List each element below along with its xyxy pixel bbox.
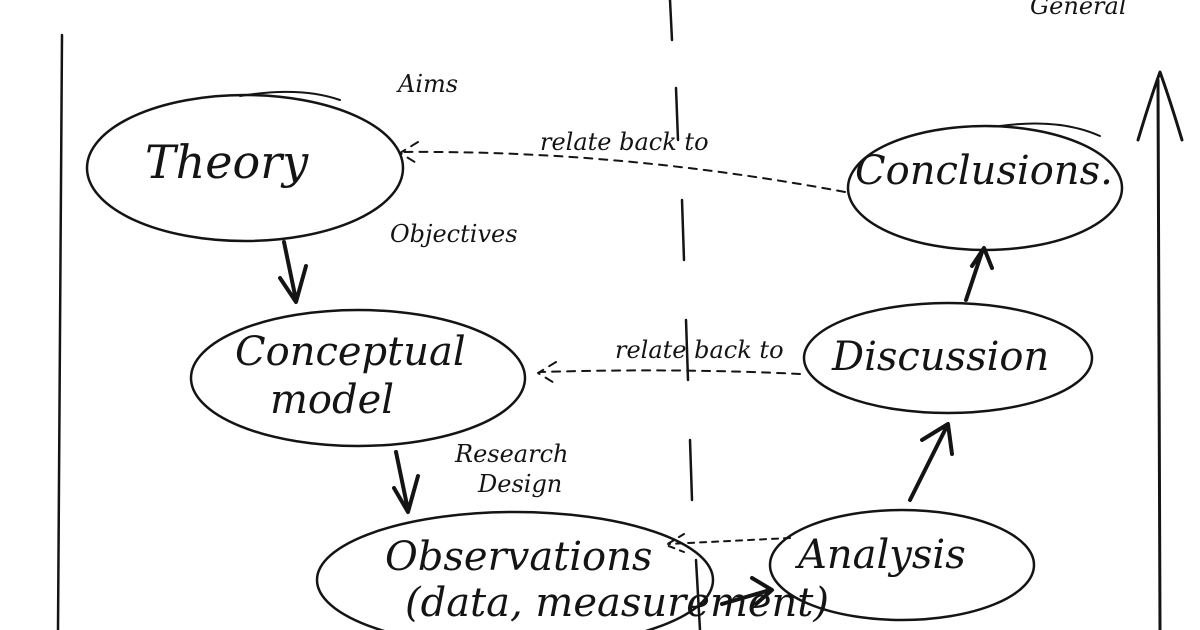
observations-label-line1: Observations xyxy=(385,534,652,580)
analysis-to-observations-dashed-arrow-icon xyxy=(665,533,791,553)
conclusions-label: Conclusions. xyxy=(855,148,1113,194)
general-label: General xyxy=(1030,0,1127,20)
theory-ellipse-overstroke xyxy=(239,90,341,101)
observations-to-analysis-arrow-icon xyxy=(720,576,774,606)
discussion-to-model-dashed-arrow-icon xyxy=(537,361,801,385)
aims-label: Aims xyxy=(396,70,458,98)
center-divider-line xyxy=(668,0,702,630)
research-design-label-line2: Design xyxy=(477,470,562,498)
theory-to-model-arrow-icon xyxy=(278,240,308,304)
conclusions-ellipse-overstroke xyxy=(999,122,1101,137)
theory-label: Theory xyxy=(145,135,309,189)
general-axis-arrow-icon xyxy=(1136,70,1184,630)
analysis-ellipse xyxy=(768,508,1036,622)
conclusions-to-theory-dashed-arrow-icon xyxy=(399,141,846,193)
conceptual-model-label-line2: model xyxy=(270,377,394,423)
relate-back-top-label: relate back to xyxy=(540,128,709,156)
analysis-label: Analysis xyxy=(794,532,966,578)
discussion-label: Discussion xyxy=(831,334,1049,380)
relate-back-middle-label: relate back to xyxy=(615,336,784,364)
conceptual-model-label-line1: Conceptual xyxy=(235,329,466,375)
objectives-label: Objectives xyxy=(390,220,518,248)
observations-ellipse xyxy=(315,510,715,630)
analysis-to-discussion-arrow-icon xyxy=(908,422,954,502)
left-border-line xyxy=(56,33,64,630)
conceptual-model-ellipse xyxy=(189,308,527,448)
model-to-observations-arrow-icon xyxy=(392,450,420,514)
discussion-to-conclusions-arrow-icon xyxy=(964,246,994,302)
research-design-label-line1: Research xyxy=(454,440,568,468)
conclusions-ellipse xyxy=(846,124,1124,252)
discussion-ellipse xyxy=(802,301,1094,415)
